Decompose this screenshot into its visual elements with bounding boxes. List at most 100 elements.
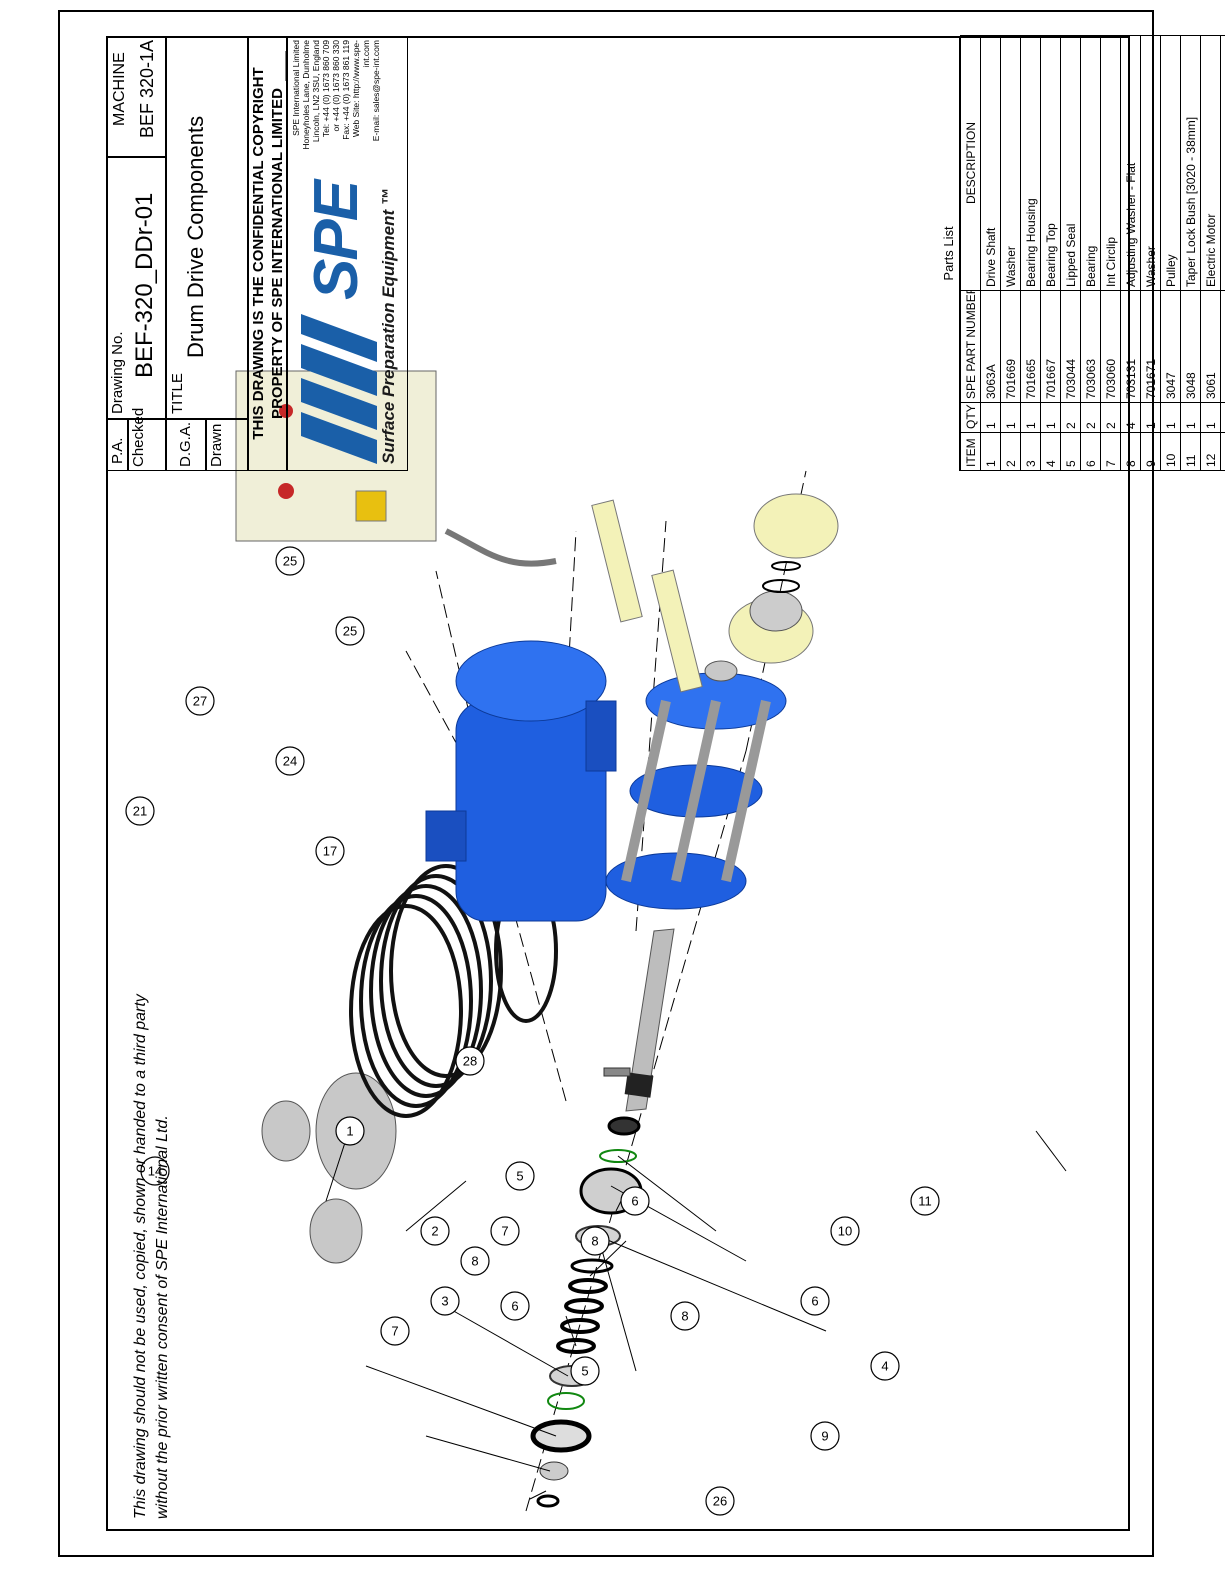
callout-8: 8 xyxy=(460,1246,490,1276)
item-cell: 7 xyxy=(1100,432,1121,471)
callout-7: 7 xyxy=(380,1316,410,1346)
callout-17: 17 xyxy=(315,836,345,866)
machine-cell: MACHINE BEF 320-1A xyxy=(106,36,166,157)
rotated-sheet: 2694685867876352111014161616161615281122… xyxy=(106,35,1225,1531)
drawn-cell: Drawn xyxy=(206,419,248,471)
callout-number: 27 xyxy=(193,694,207,709)
qty-cell: 4 xyxy=(1120,402,1141,433)
callout-number: 11 xyxy=(918,1194,932,1209)
item-cell: 6 xyxy=(1080,432,1101,471)
description-cell: 6x39 Parallel Key xyxy=(1220,35,1225,291)
qty-cell: 1 xyxy=(1000,402,1021,433)
machine-label: MACHINE xyxy=(111,52,128,126)
copyright-note-line-1: This drawing should not be used, copied,… xyxy=(132,994,149,1519)
machine-name: BEF 320-1A xyxy=(137,39,157,138)
callout-6: 6 xyxy=(800,1286,830,1316)
part-number-cell: 703063 xyxy=(1080,290,1101,403)
callout-25: 25 xyxy=(335,616,365,646)
part-number-cell: 3048 xyxy=(1180,290,1201,403)
description-cell: Lipped Seal xyxy=(1060,35,1081,291)
item-cell: 4 xyxy=(1040,432,1061,471)
callout-number: 5 xyxy=(581,1364,588,1379)
motor-spacers xyxy=(591,499,703,693)
col-item: ITEM xyxy=(960,432,981,471)
description-cell: Drive Shaft xyxy=(980,35,1001,291)
callout-number: 8 xyxy=(471,1254,478,1269)
title-cell: TITLE Drum Drive Components xyxy=(166,36,248,419)
qty-cell: 1 xyxy=(980,402,1001,433)
qty-cell: 2 xyxy=(1060,402,1081,433)
copyright-note: This drawing should not be used, copied,… xyxy=(130,994,174,1519)
title-block: SPE Surface Preparation Equipment ™ SPE … xyxy=(106,36,408,471)
drawing-border xyxy=(58,10,1154,1557)
part-number-cell: 3033A xyxy=(1220,290,1225,403)
parts-list: Parts List ITEM QTY SPE PART NUMBER DESC… xyxy=(938,35,1225,471)
part-number-cell: 3047 xyxy=(1160,290,1181,403)
item-cell: 9 xyxy=(1140,432,1161,471)
exploded-view: 2694685867876352111014161616161615281122… xyxy=(125,51,1067,1516)
logo-text: SPE xyxy=(302,181,371,300)
qty-cell: 1 xyxy=(1160,402,1181,433)
item-cell: 2 xyxy=(1000,432,1021,471)
item-cell: 3 xyxy=(1020,432,1041,471)
checked-by: P.A. xyxy=(109,437,126,464)
item-cell: 11 xyxy=(1180,432,1201,471)
callout-8: 8 xyxy=(670,1301,700,1331)
callout-number: 2 xyxy=(431,1224,438,1239)
drawing-frame xyxy=(106,36,1130,1531)
company-line: Web Site: http://www.spe-int.com xyxy=(351,40,371,138)
drive-shaft xyxy=(603,928,675,1112)
callout-4: 4 xyxy=(870,1351,900,1381)
company-line: Fax: +44 (0) 1673 861 119 xyxy=(341,40,351,140)
callout-number: 8 xyxy=(681,1309,688,1324)
drawing-title: Drum Drive Components xyxy=(183,115,208,358)
callout-24: 24 xyxy=(275,746,305,776)
callout-number: 14 xyxy=(148,1164,162,1179)
callout-5: 5 xyxy=(570,1356,600,1386)
callout-number: 10 xyxy=(838,1224,852,1239)
company-line: Lincoln, LN2 3SU, England xyxy=(311,40,321,143)
seal-and-circlip-stack xyxy=(530,1116,643,1508)
description-cell: Bearing xyxy=(1080,35,1101,291)
col-part-number: SPE PART NUMBER xyxy=(960,290,981,403)
callout-28: 28 xyxy=(455,1046,485,1076)
part-number-cell: 701665 xyxy=(1020,290,1041,403)
callout-number: 1 xyxy=(346,1124,353,1139)
callout-number: 26 xyxy=(713,1494,727,1509)
callout-number: 25 xyxy=(343,624,357,639)
callout-number: 7 xyxy=(501,1224,508,1239)
callout-number: 4 xyxy=(881,1359,888,1374)
callout-number: 3 xyxy=(441,1294,448,1309)
callout-number: 6 xyxy=(511,1299,518,1314)
description-cell: Int Circlip xyxy=(1100,35,1121,291)
part-number-cell: 703044 xyxy=(1060,290,1081,403)
description-cell: Adjusting Washer - Flat xyxy=(1120,35,1141,291)
callout-number: 8 xyxy=(591,1234,598,1249)
callout-25: 25 xyxy=(275,546,305,576)
callout-number: 9 xyxy=(821,1429,828,1444)
callout-21: 21 xyxy=(125,796,155,826)
callout-number: 25 xyxy=(283,554,297,569)
parts-list-title: Parts List xyxy=(938,36,960,471)
copyright-line-1: THIS DRAWING IS THE CONFIDENTIAL COPYRIG… xyxy=(250,67,267,440)
part-number-cell: 701667 xyxy=(1040,290,1061,403)
item-cell: 10 xyxy=(1160,432,1181,471)
callout-number: 28 xyxy=(463,1054,477,1069)
callout-26: 26 xyxy=(705,1486,735,1516)
item-cell: 8 xyxy=(1120,432,1141,471)
logo-tagline: Surface Preparation Equipment ™ xyxy=(379,188,398,464)
description-cell: Washer xyxy=(1000,35,1021,291)
description-cell: Bearing Housing xyxy=(1020,35,1041,291)
description-cell: Taper Lock Bush [3020 - 38mm] xyxy=(1180,35,1201,291)
part-number-cell: 3063A xyxy=(980,290,1001,403)
checked-by-cell: P.A. xyxy=(106,419,128,471)
callout-27: 27 xyxy=(185,686,215,716)
spe-logo-icon xyxy=(301,314,377,464)
